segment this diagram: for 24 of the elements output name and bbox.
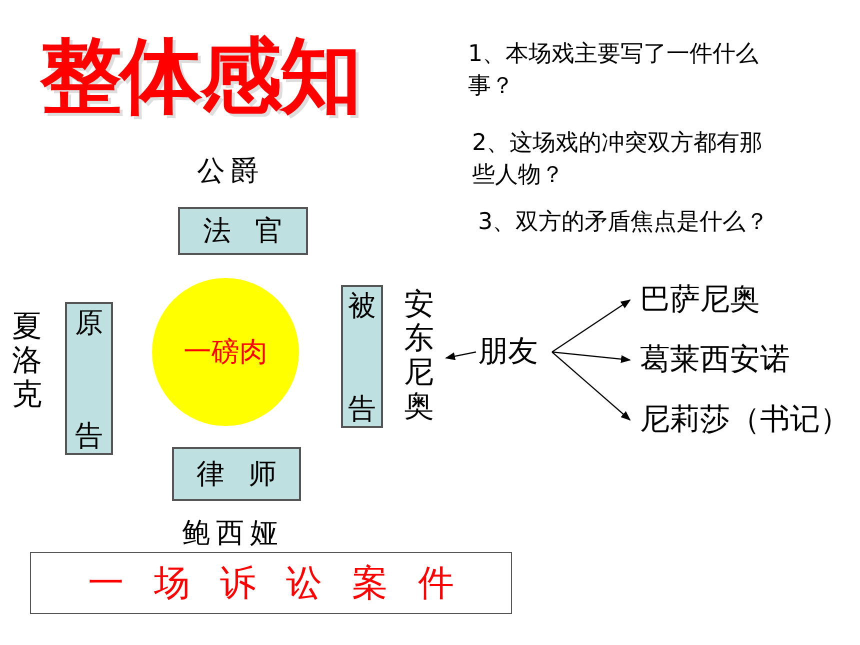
box-label: 一磅肉 <box>184 334 268 370</box>
box-label: 被告 <box>348 288 376 426</box>
role-name: 鲍西娅 <box>182 515 284 551</box>
box-label: 一场诉讼案件 <box>88 562 484 606</box>
question-text: 2、这场戏的冲突双方都有那些人物？ <box>472 129 764 190</box>
role-name: 公爵 <box>197 153 265 189</box>
title-box <box>341 285 383 428</box>
box-label: 法官 <box>203 213 307 249</box>
box-label: 律师 <box>196 456 300 492</box>
name-text: 葛莱西安诺 <box>640 340 790 380</box>
banner-box <box>30 552 512 614</box>
question-text: 3、双方的矛盾焦点是什么？ <box>478 208 770 237</box>
question-text: 1、本场戏主要写了一件什么事？ <box>468 40 760 101</box>
name-text: 朋友 <box>478 332 538 372</box>
name-text: 巴萨尼奥 <box>640 280 760 320</box>
name-text: 安东尼奥 <box>404 288 434 424</box>
arrow <box>445 351 476 360</box>
title: 整体感知 <box>40 28 360 126</box>
arrow <box>552 351 631 364</box>
arrow <box>552 299 631 352</box>
role-name: 夏洛克 <box>12 310 42 412</box>
name-text: 尼莉莎（书记） <box>640 400 850 440</box>
box-label: 原告 <box>75 304 103 454</box>
arrow <box>552 352 631 421</box>
